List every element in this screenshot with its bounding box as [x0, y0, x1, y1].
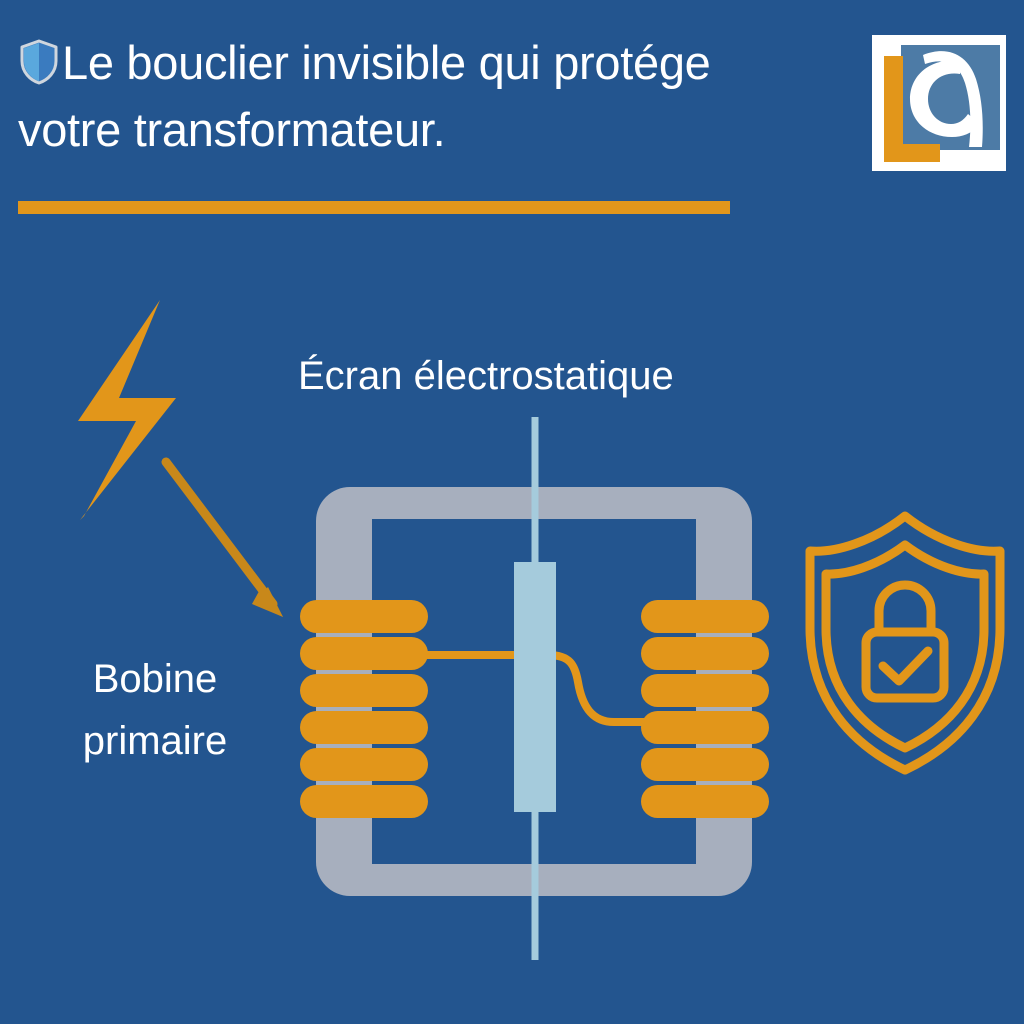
transformer-core	[316, 487, 752, 896]
coil-turn	[300, 785, 428, 818]
page-title: Le bouclier invisible qui protége votre …	[18, 32, 778, 160]
coil-turn	[641, 600, 769, 633]
coil-turn	[300, 748, 428, 781]
header-block: Le bouclier invisible qui protége votre …	[18, 32, 778, 160]
label-primary-coil: Bobine primaire	[20, 648, 290, 772]
coil-turn	[300, 637, 428, 670]
header-divider	[18, 201, 730, 214]
page-title-text: Le bouclier invisible qui protége votre …	[18, 36, 711, 156]
shield-lock-check-icon	[805, 511, 1005, 775]
coil-turn	[300, 600, 428, 633]
label-primary-coil-line1: Bobine	[92, 657, 218, 701]
electrostatic-screen-bar	[514, 562, 556, 812]
coil-turn	[641, 785, 769, 818]
lightning-bolt-icon	[78, 300, 176, 520]
inter-winding-wire	[396, 651, 694, 726]
coil-turn	[641, 711, 769, 744]
label-primary-coil-line2: primaire	[82, 719, 228, 763]
secondary-coil	[641, 600, 769, 818]
coil-turn	[641, 674, 769, 707]
surge-arrow-icon	[161, 457, 283, 617]
coil-turn	[300, 711, 428, 744]
coil-turn	[300, 674, 428, 707]
shield-emoji-icon	[18, 38, 60, 99]
lca-logo	[868, 31, 1010, 175]
coil-turn	[641, 637, 769, 670]
primary-coil	[300, 600, 428, 818]
coil-turn	[641, 748, 769, 781]
label-electrostatic-screen: Écran électrostatique	[298, 354, 674, 398]
